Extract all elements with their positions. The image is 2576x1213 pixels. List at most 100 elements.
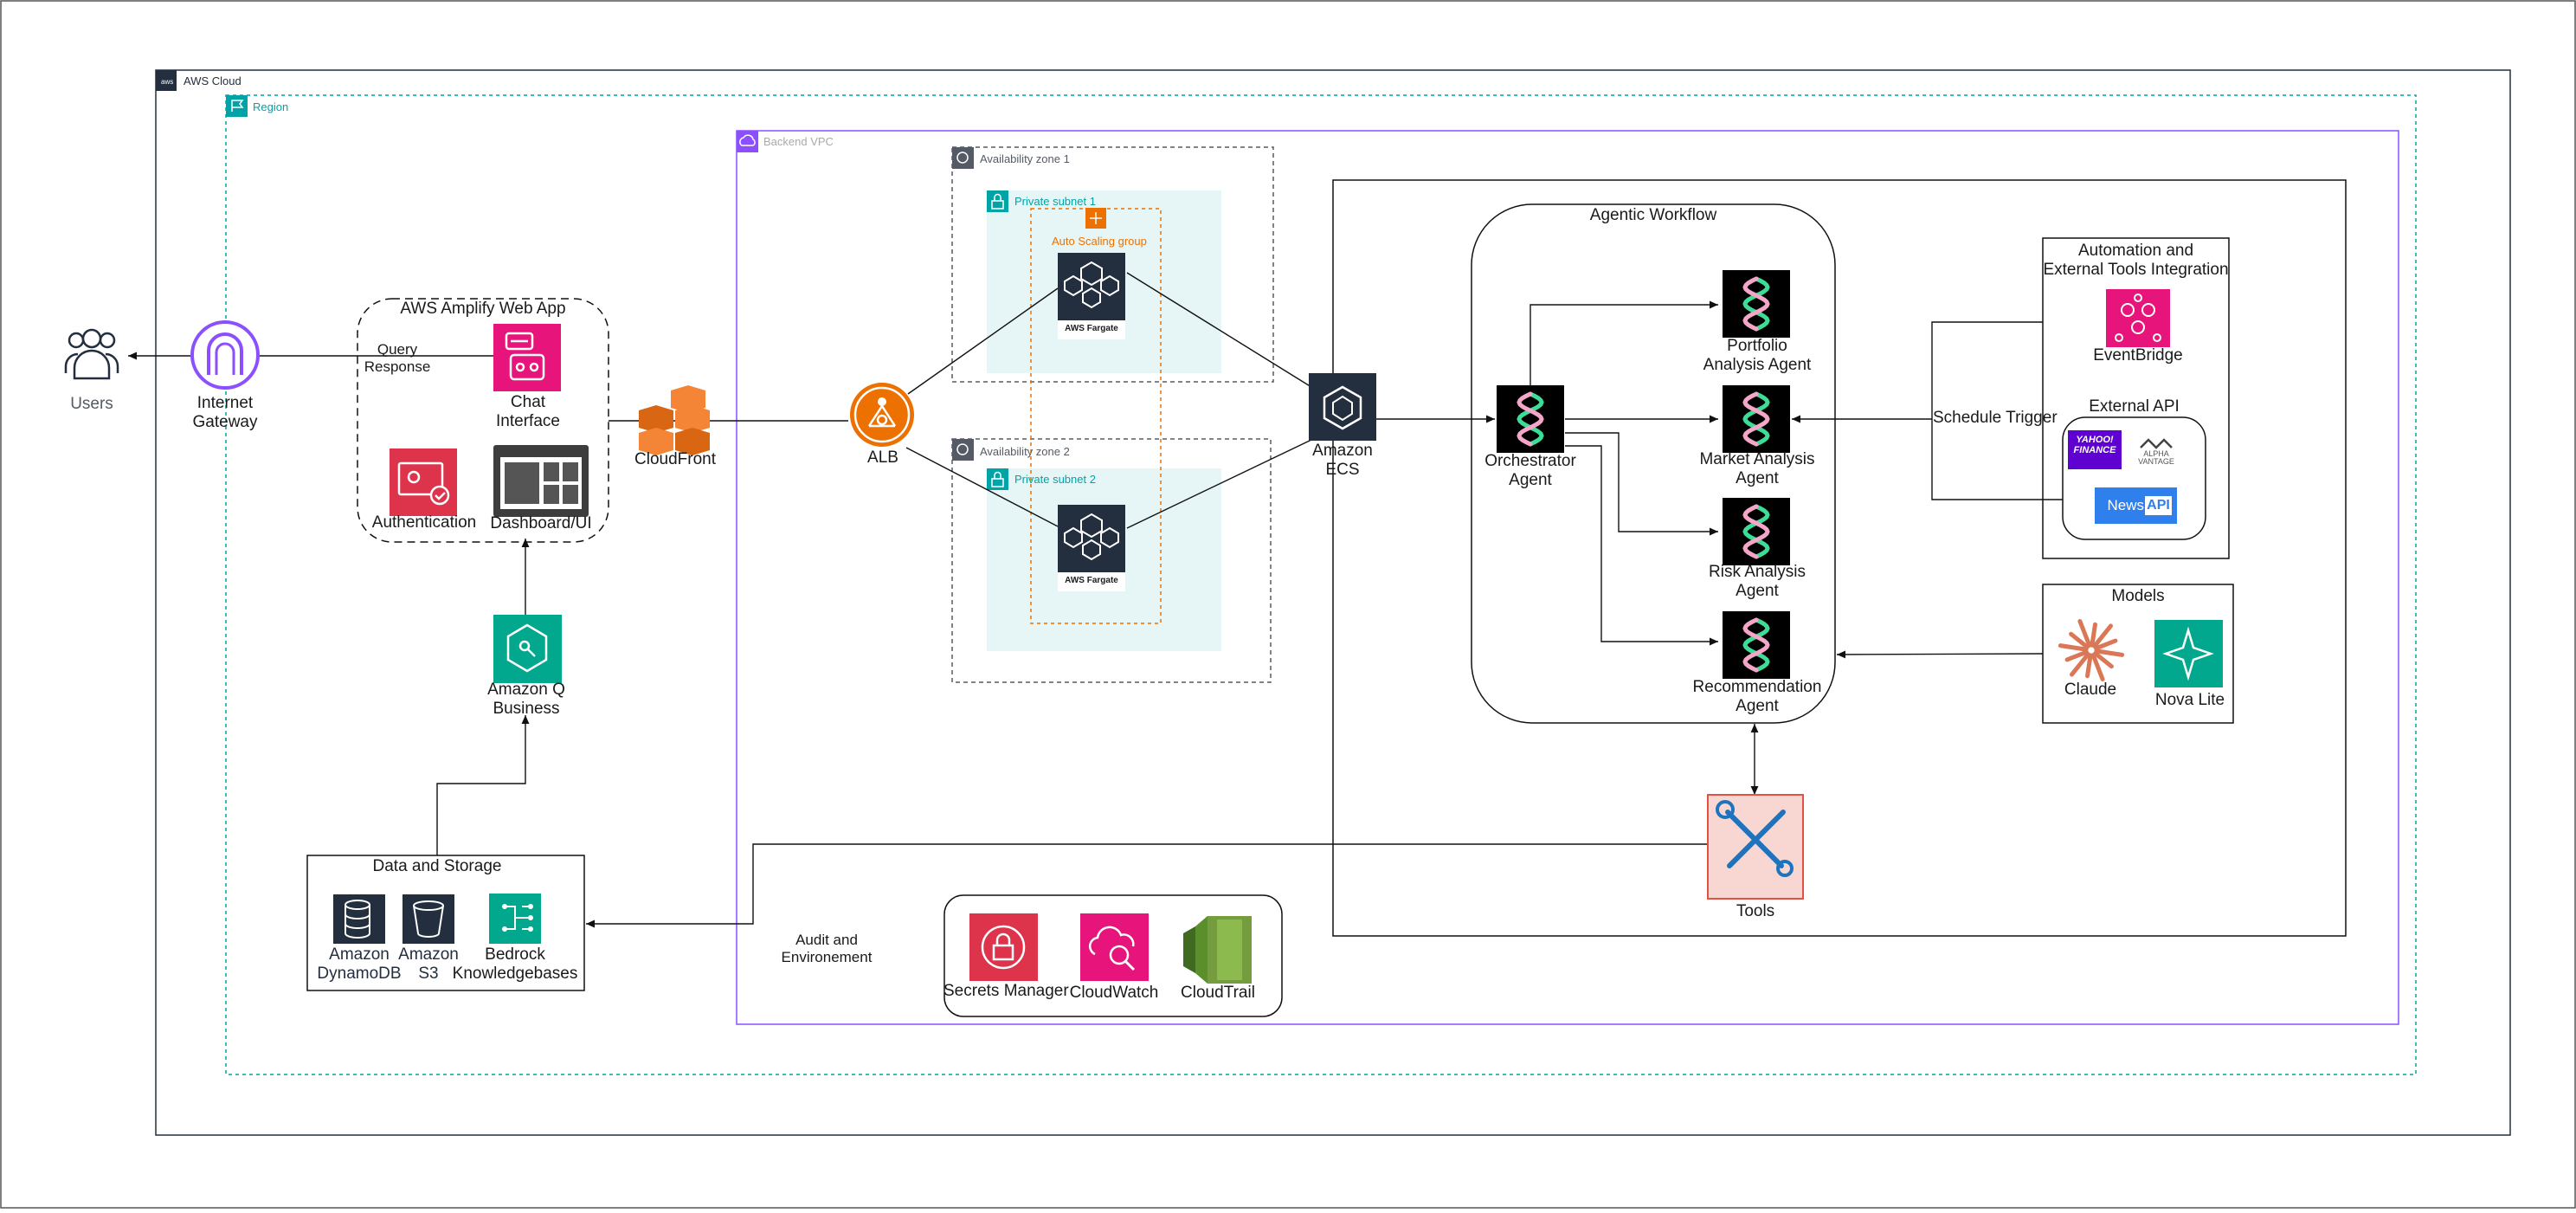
eventbridge-label: EventBridge [2093, 346, 2183, 365]
igw-label: Internet Gateway [192, 394, 258, 432]
availability-zone-2 [951, 438, 1272, 683]
yahoo-finance-logo [2068, 430, 2122, 469]
asg-label: Auto Scaling group [1052, 235, 1147, 248]
claude-icon [2058, 619, 2125, 681]
agentic-workflow-box [1471, 203, 1836, 724]
fargate2-label: AWS Fargate [1065, 576, 1118, 585]
secrets-manager-icon [969, 913, 1038, 981]
authentication-label: Authentication [371, 513, 477, 532]
agent-icons [1497, 270, 1790, 679]
az2-label: Availability zone 2 [980, 445, 1070, 458]
aws-cloud-group: aws [155, 69, 2511, 1136]
connectors [128, 272, 2063, 928]
s3-icon [402, 894, 454, 944]
secrets-manager-label: Secrets Manager [943, 982, 1069, 1000]
alb-label: ALB [867, 448, 898, 467]
svg-text:aws: aws [161, 78, 173, 86]
bedrock-icon [489, 894, 541, 944]
q-business-icon [493, 615, 562, 683]
risk-agent-icon [1723, 498, 1790, 565]
cloudwatch-icon [1080, 913, 1149, 981]
cloudwatch-label: CloudWatch [1069, 984, 1159, 1002]
ecs-label: Amazon ECS [1312, 442, 1373, 480]
automation-box [2042, 237, 2230, 559]
dashboard-label: Dashboard/UI [490, 514, 592, 532]
edge-alb-fargate2 [905, 447, 1059, 527]
amplify-label: AWS Amplify Web App [400, 300, 566, 318]
region-flag-icon [226, 95, 248, 117]
portfolio-label: Portfolio Analysis Agent [1703, 337, 1812, 375]
data-storage-box [306, 855, 585, 991]
region-group [225, 94, 2417, 1075]
aws-cloud-label: AWS Cloud [184, 74, 242, 87]
alpha-vantage-text: ALPHA VANTAGE [2138, 449, 2174, 467]
authentication-icon [390, 448, 457, 516]
ecs-icon [1309, 373, 1376, 441]
cloudfront-icon [639, 385, 710, 455]
market-agent-icon [1723, 385, 1790, 453]
external-api-label: External API [2089, 397, 2180, 416]
alpha-vantage-logo [2140, 438, 2173, 449]
subnet1-label: Private subnet 1 [1014, 195, 1096, 208]
tools-label: Tools [1736, 902, 1775, 920]
recommendation-agent-icon [1723, 611, 1790, 679]
s3-label: Amazon S3 [398, 945, 459, 984]
query-response-label: Query Response [364, 341, 431, 376]
nova-label: Nova Lite [2154, 691, 2225, 709]
edge-eventbridge-schedule [1931, 321, 2063, 500]
edge-tools-datastorage [586, 843, 1708, 928]
backend-vpc-group [736, 130, 2399, 1025]
fargate1-label: AWS Fargate [1065, 324, 1118, 333]
cloudtrail-label: CloudTrail [1181, 984, 1255, 1002]
internet-gateway-icon [190, 320, 260, 390]
edge-storage-qbusiness [436, 715, 530, 855]
news-api-text: News [2107, 497, 2144, 513]
cloudtrail-icon [1183, 916, 1252, 984]
tools-icon [1707, 794, 1804, 900]
qbusiness-label: Amazon Q Business [487, 681, 565, 719]
backend-vpc-label: Backend VPC [763, 135, 834, 148]
news-api-logo [2095, 487, 2177, 524]
external-api-box [2062, 416, 2206, 540]
edge-alb-fargate1 [907, 287, 1059, 395]
data-storage-label: Data and Storage [372, 857, 502, 875]
edge-fargate1-ecs [1126, 272, 1312, 388]
portfolio-agent-icon [1723, 270, 1790, 338]
fargate-icon-2 [1058, 505, 1125, 591]
eventbridge-icon [2106, 289, 2170, 347]
dashboard-icon [493, 445, 589, 517]
edge-orch-risk [1565, 432, 1718, 536]
aws-cloud-icon [156, 70, 177, 91]
news-api-tag: API [2147, 498, 2170, 513]
edge-orch-portfolio [1530, 300, 1718, 385]
audit-label: Audit and Environement [781, 932, 873, 966]
az1-label: Availability zone 1 [980, 152, 1070, 165]
subnet2-label: Private subnet 2 [1014, 473, 1096, 486]
yahoo-finance-text: YAHOO! FINANCE [2073, 435, 2116, 456]
models-label: Models [2111, 587, 2165, 605]
users-icon [64, 328, 119, 380]
orchestrator-label: Orchestrator Agent [1484, 452, 1576, 490]
dynamodb-icon [333, 894, 385, 944]
chat-interface-label: Chat Interface [496, 393, 560, 431]
auto-scaling-group [1030, 208, 1162, 624]
edge-models-agentic [1836, 650, 2044, 659]
nova-icon [2154, 620, 2223, 687]
ecs-cluster-box [1332, 179, 2347, 937]
bedrock-label: Bedrock Knowledgebases [452, 945, 578, 984]
availability-zone-1 [951, 146, 1274, 383]
chat-interface-icon [493, 324, 561, 391]
orchestrator-agent-icon [1497, 385, 1564, 453]
schedule-trigger-label: Schedule Trigger [1933, 409, 2058, 429]
amplify-box [357, 298, 609, 543]
users-label: Users [70, 395, 113, 413]
load-balancer-icon [850, 383, 914, 447]
cloudfront-label: CloudFront [634, 450, 716, 468]
audit-box [943, 894, 1283, 1017]
risk-label: Risk Analysis Agent [1709, 563, 1806, 601]
claude-label: Claude [2064, 681, 2117, 699]
dynamodb-label: Amazon DynamoDB [317, 945, 402, 984]
